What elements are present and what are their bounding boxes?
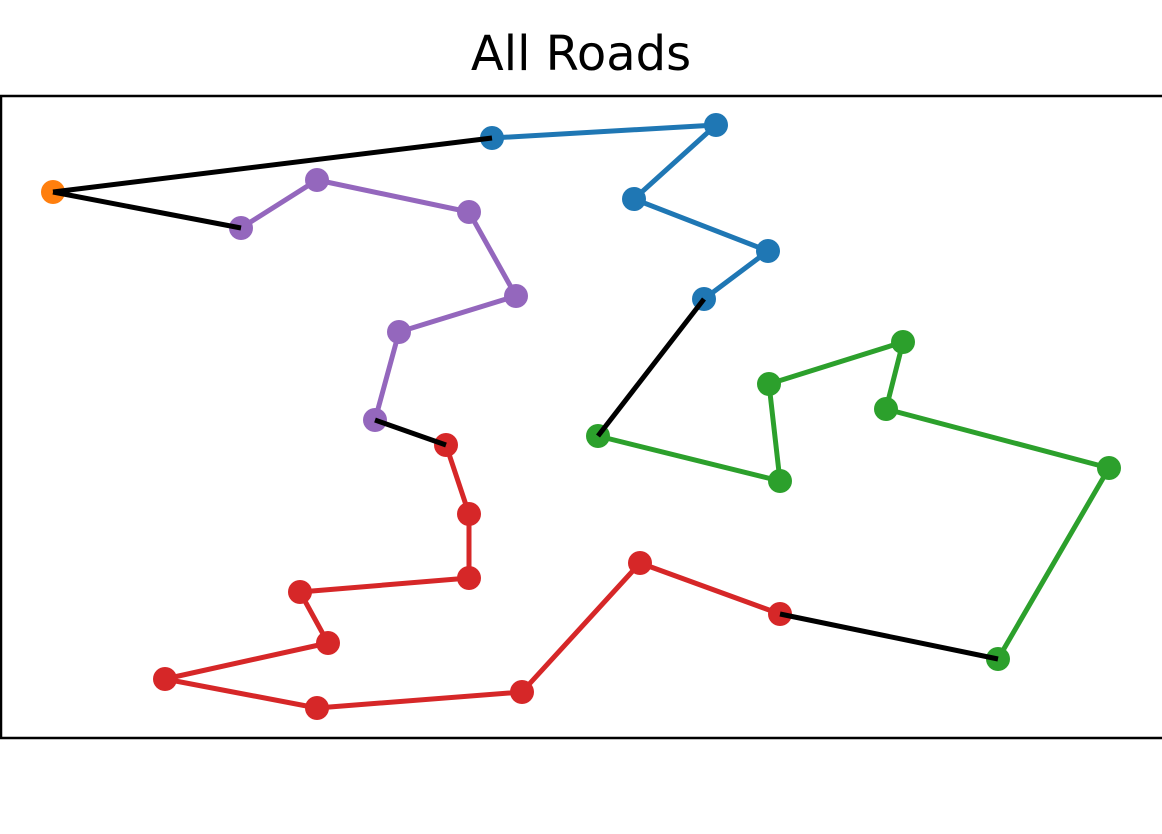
connector-line-4: [374, 417, 447, 448]
route-1-point-4: [756, 239, 780, 263]
connector-line-3: [779, 611, 999, 662]
route-3-point-3: [510, 680, 534, 704]
connector-line-5: [52, 189, 242, 231]
connector-line-1: [52, 135, 493, 195]
route-4-point-2: [387, 320, 411, 344]
chart-title: All Roads: [470, 26, 692, 82]
route-3-point-5: [153, 667, 177, 691]
route-3-point-6: [316, 631, 340, 655]
plot-area-frame: [0, 94, 1162, 740]
connector-line-2: [596, 297, 706, 438]
route-4-point-3: [504, 284, 528, 308]
route-2-point-5: [874, 397, 898, 421]
route-1-point-2: [704, 113, 728, 137]
route-4-point-5: [305, 168, 329, 192]
route-3-point-2: [628, 551, 652, 575]
route-line-4: [239, 177, 519, 421]
route-3-point-9: [457, 502, 481, 526]
route-line-3: [162, 444, 781, 711]
route-lines-layer: [162, 122, 1112, 711]
connector-lines-layer: [52, 135, 999, 662]
route-2-point-6: [1097, 456, 1121, 480]
route-4-point-4: [457, 200, 481, 224]
route-1-point-3: [622, 187, 646, 211]
route-2-point-2: [768, 469, 792, 493]
route-3-point-7: [288, 580, 312, 604]
route-3-point-4: [305, 696, 329, 720]
route-2-point-3: [757, 372, 781, 396]
route-2-point-4: [891, 330, 915, 354]
route-line-2: [597, 339, 1112, 661]
route-3-point-8: [457, 566, 481, 590]
route-line-1: [491, 122, 771, 301]
